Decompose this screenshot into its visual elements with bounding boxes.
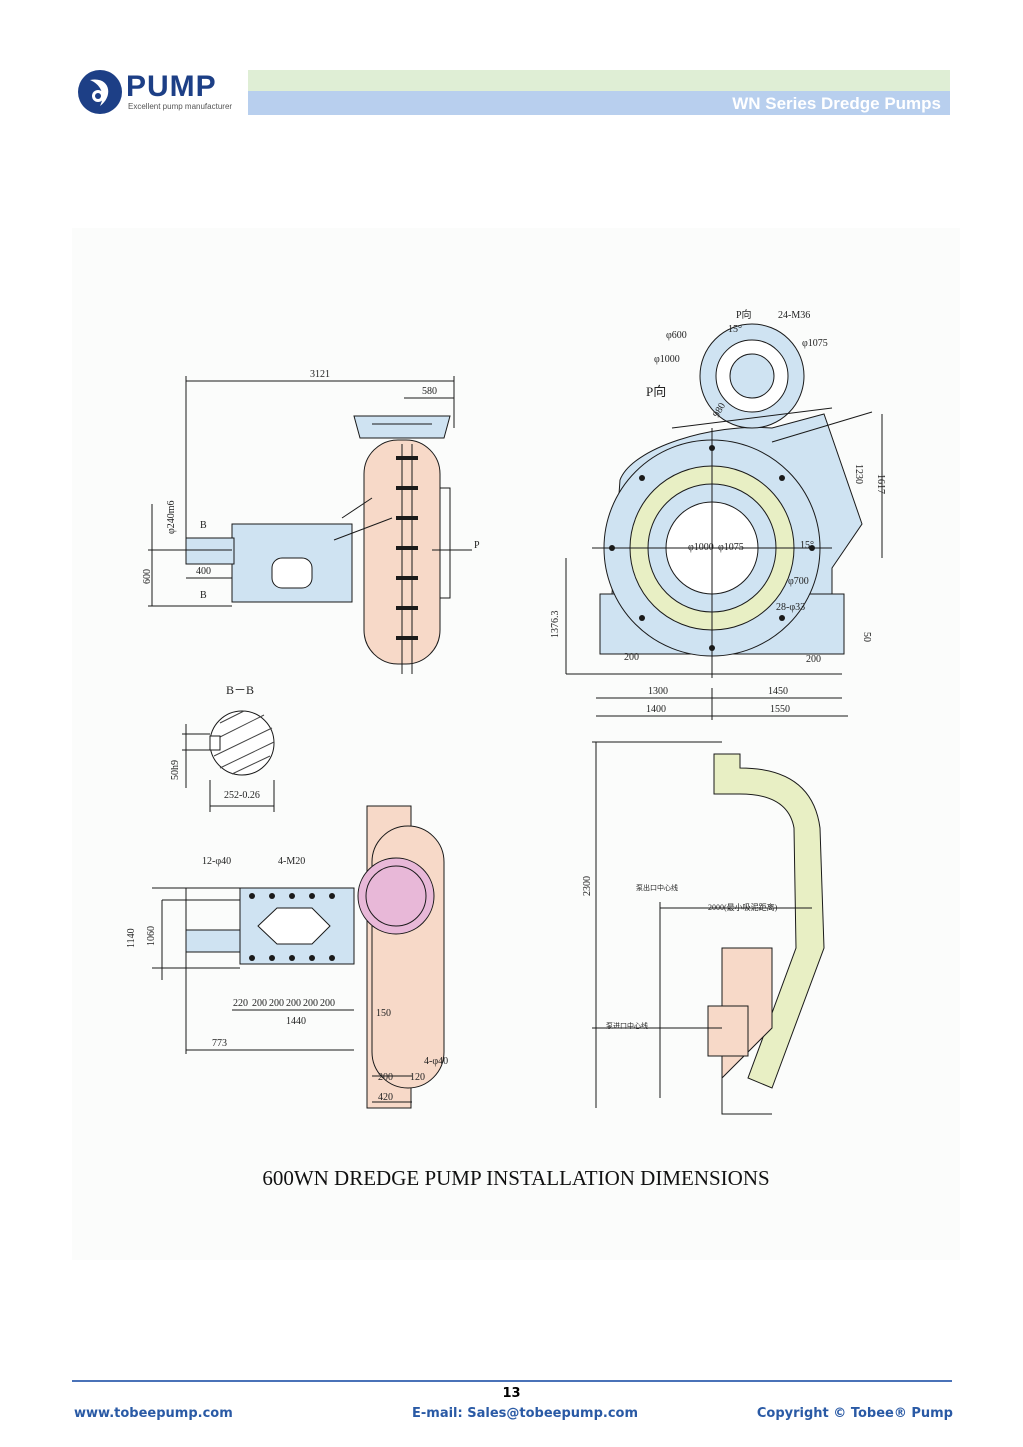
dimension-labels: 3121 580 φ240m6 B B 400 600 P B－B 50h9 2… — [126, 308, 886, 1103]
page-number: 13 — [502, 1386, 521, 1401]
header-band-green — [248, 70, 950, 91]
dim-1376: 1376.3 — [550, 611, 561, 639]
dim-420: 420 — [378, 1092, 393, 1103]
dim-4phi40: 4-φ40 — [424, 1056, 448, 1067]
dim-600: 600 — [142, 569, 153, 584]
dim-200e: 200 — [320, 998, 335, 1009]
dim-15b: 15° — [800, 540, 814, 551]
dim-200c: 200 — [286, 998, 301, 1009]
header-title: WN Series Dredge Pumps — [732, 94, 941, 113]
dim-1060: 1060 — [146, 926, 157, 946]
dim-400: 400 — [196, 566, 211, 577]
label-p: P — [474, 540, 480, 551]
dim-1617: 1617 — [875, 474, 886, 494]
dim-1300: 1300 — [648, 686, 668, 697]
suction-pipe-view — [592, 741, 825, 1115]
dim-200d: 200 — [303, 998, 318, 1009]
header-band-blue — [248, 91, 950, 115]
dim-phi240: φ240m6 — [166, 500, 177, 534]
dim-phi1000b: φ1000 — [688, 542, 714, 553]
plan-view — [152, 805, 445, 1109]
dim-phi600: φ600 — [666, 330, 687, 341]
label-pdir-top: P向 — [736, 308, 752, 321]
dim-200g: 200 — [624, 652, 639, 663]
logo-wordmark: PUMP — [126, 70, 217, 103]
dim-1440: 1440 — [286, 1016, 306, 1027]
dim-12phi40: 12-φ40 — [202, 856, 231, 867]
company-logo — [76, 66, 236, 118]
dim-4m20: 4-M20 — [278, 856, 305, 867]
dim-150: 150 — [376, 1008, 391, 1019]
footer-website-link[interactable]: www.tobeepump.com — [74, 1406, 233, 1421]
dim-50: 50 — [861, 632, 872, 642]
dim-2000: 2000(最小吸泥距离) — [708, 902, 778, 912]
dim-580: 580 — [422, 386, 437, 397]
dim-phi1000: φ1000 — [654, 354, 680, 365]
dim-28phi33: 28-φ33 — [776, 602, 805, 613]
label-b2: B — [200, 590, 207, 601]
dim-200f: 200 — [378, 1072, 393, 1083]
dim-1140: 1140 — [126, 928, 137, 948]
dim-phi700: φ700 — [788, 576, 809, 587]
dim-phi1075: φ1075 — [802, 338, 828, 349]
label-bb: B－B — [226, 683, 254, 697]
dim-252: 252-0.26 — [224, 790, 260, 801]
footer-divider — [72, 1380, 952, 1382]
dim-1550: 1550 — [770, 704, 790, 715]
front-view — [565, 323, 883, 720]
dim-1450: 1450 — [768, 686, 788, 697]
dim-3121: 3121 — [310, 369, 330, 380]
label-pdir: P向 — [646, 384, 666, 399]
dim-773: 773 — [212, 1038, 227, 1049]
footer-copyright: Copyright © Tobee® Pump — [756, 1406, 953, 1421]
footer-email-link[interactable]: E-mail: Sales@tobeepump.com — [412, 1406, 638, 1421]
installation-drawing: 3121 580 φ240m6 B B 400 600 P B－B 50h9 2… — [72, 228, 960, 1260]
label-outlet-centerline: 泵出口中心线 — [636, 883, 678, 892]
dim-200a: 200 — [252, 998, 267, 1009]
dim-15a: 15° — [728, 324, 742, 335]
logo-mark-icon — [78, 70, 122, 114]
label-inlet-centerline: 泵进口中心线 — [606, 1021, 648, 1030]
dim-phi1075b: φ1075 — [718, 542, 744, 553]
side-view — [148, 376, 472, 674]
logo-tagline: Excellent pump manufacturer — [128, 102, 233, 111]
dim-1230: 1230 — [853, 464, 864, 484]
dim-200b: 200 — [269, 998, 284, 1009]
dim-50h9: 50h9 — [170, 760, 181, 780]
dim-1400: 1400 — [646, 704, 666, 715]
dim-24m36: 24-M36 — [778, 310, 810, 321]
section-bb — [182, 710, 275, 812]
dim-200h: 200 — [806, 654, 821, 665]
drawing-caption: 600WN DREDGE PUMP INSTALLATION DIMENSION… — [262, 1166, 770, 1190]
label-b1: B — [200, 520, 207, 531]
dim-120: 120 — [410, 1072, 425, 1083]
dim-2300: 2300 — [582, 876, 593, 896]
dim-220: 220 — [233, 998, 248, 1009]
